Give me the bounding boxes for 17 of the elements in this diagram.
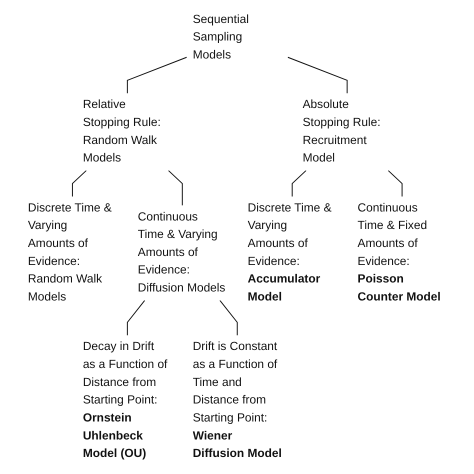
node-text: Discrete Time & Varying Amounts of Evidence: Accumulator Model xyxy=(247,202,332,304)
connector xyxy=(72,170,86,197)
node-text: Discrete Time & Varying Amounts of Evidence: Random Walk Models xyxy=(28,202,112,304)
node-text: Sequential Sampling Models xyxy=(192,13,249,62)
connector xyxy=(388,170,402,197)
connector xyxy=(291,170,306,197)
node-text: Relative Stopping Rule: Random Walk Models xyxy=(82,98,160,165)
node-text: Drift is Constant as a Function of Time and Distance from Starting Point: Wiener Diffusion Model xyxy=(192,340,282,460)
connector xyxy=(168,170,183,206)
connector xyxy=(126,56,187,94)
connector xyxy=(287,56,348,94)
node-text: Decay in Drift as a Function of Distance from Starting Point: Ornstein Uhlenbeck Model (OU) xyxy=(82,340,168,460)
connector xyxy=(126,300,145,336)
node-text: Continuous Time & Fixed Amounts of Evidence: Poisson Counter Model xyxy=(357,202,440,304)
node-text: Continuous Time & Varying Amounts of Evidence: Diffusion Models xyxy=(138,210,226,295)
connector xyxy=(219,300,238,336)
node-text: Absolute Stopping Rule: Recruitment Model xyxy=(302,98,380,165)
